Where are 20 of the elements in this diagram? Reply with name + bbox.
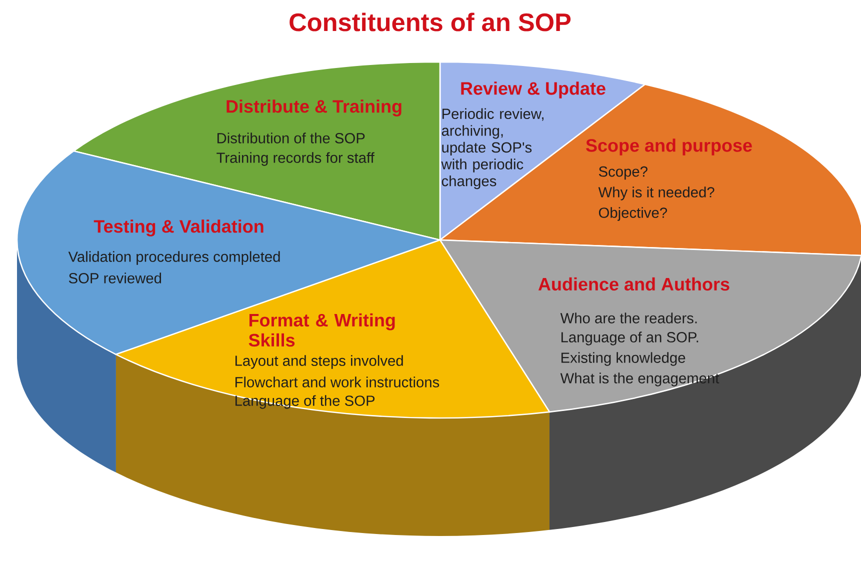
slice-heading: Testing & Validation xyxy=(94,220,264,236)
slice-text: Layout and steps involved xyxy=(235,355,403,369)
slice-heading: Format & Writing Skills xyxy=(248,313,395,347)
slice-text: Training records for staff xyxy=(216,152,374,166)
slice-heading: Scope and purpose xyxy=(586,138,752,156)
slice-text: Objective? xyxy=(598,207,668,221)
slice-text: Validation procedures completed xyxy=(68,251,280,265)
slice-text: Scope? xyxy=(598,166,648,180)
slice-heading: Audience and Authors xyxy=(538,277,730,291)
title: Constituents of an SOP xyxy=(290,12,571,32)
slice-heading: Review & Update xyxy=(461,82,606,98)
slice-heading: Distribute & Training xyxy=(226,100,402,116)
slice-text: Distribution of the SOP xyxy=(217,132,365,144)
slice-text: Periodic review, archiving, update SOP's with periodic changes xyxy=(441,108,544,190)
slice-text: Language of an SOP. xyxy=(561,332,698,346)
slice-text: Flowchart and work instructions xyxy=(235,376,440,388)
slice-text: SOP reviewed xyxy=(68,272,162,284)
slice-text: Existing knowledge xyxy=(561,352,686,366)
slice-text: Who are the readers. xyxy=(560,312,697,324)
slice-text: Why is it needed? xyxy=(598,186,714,200)
